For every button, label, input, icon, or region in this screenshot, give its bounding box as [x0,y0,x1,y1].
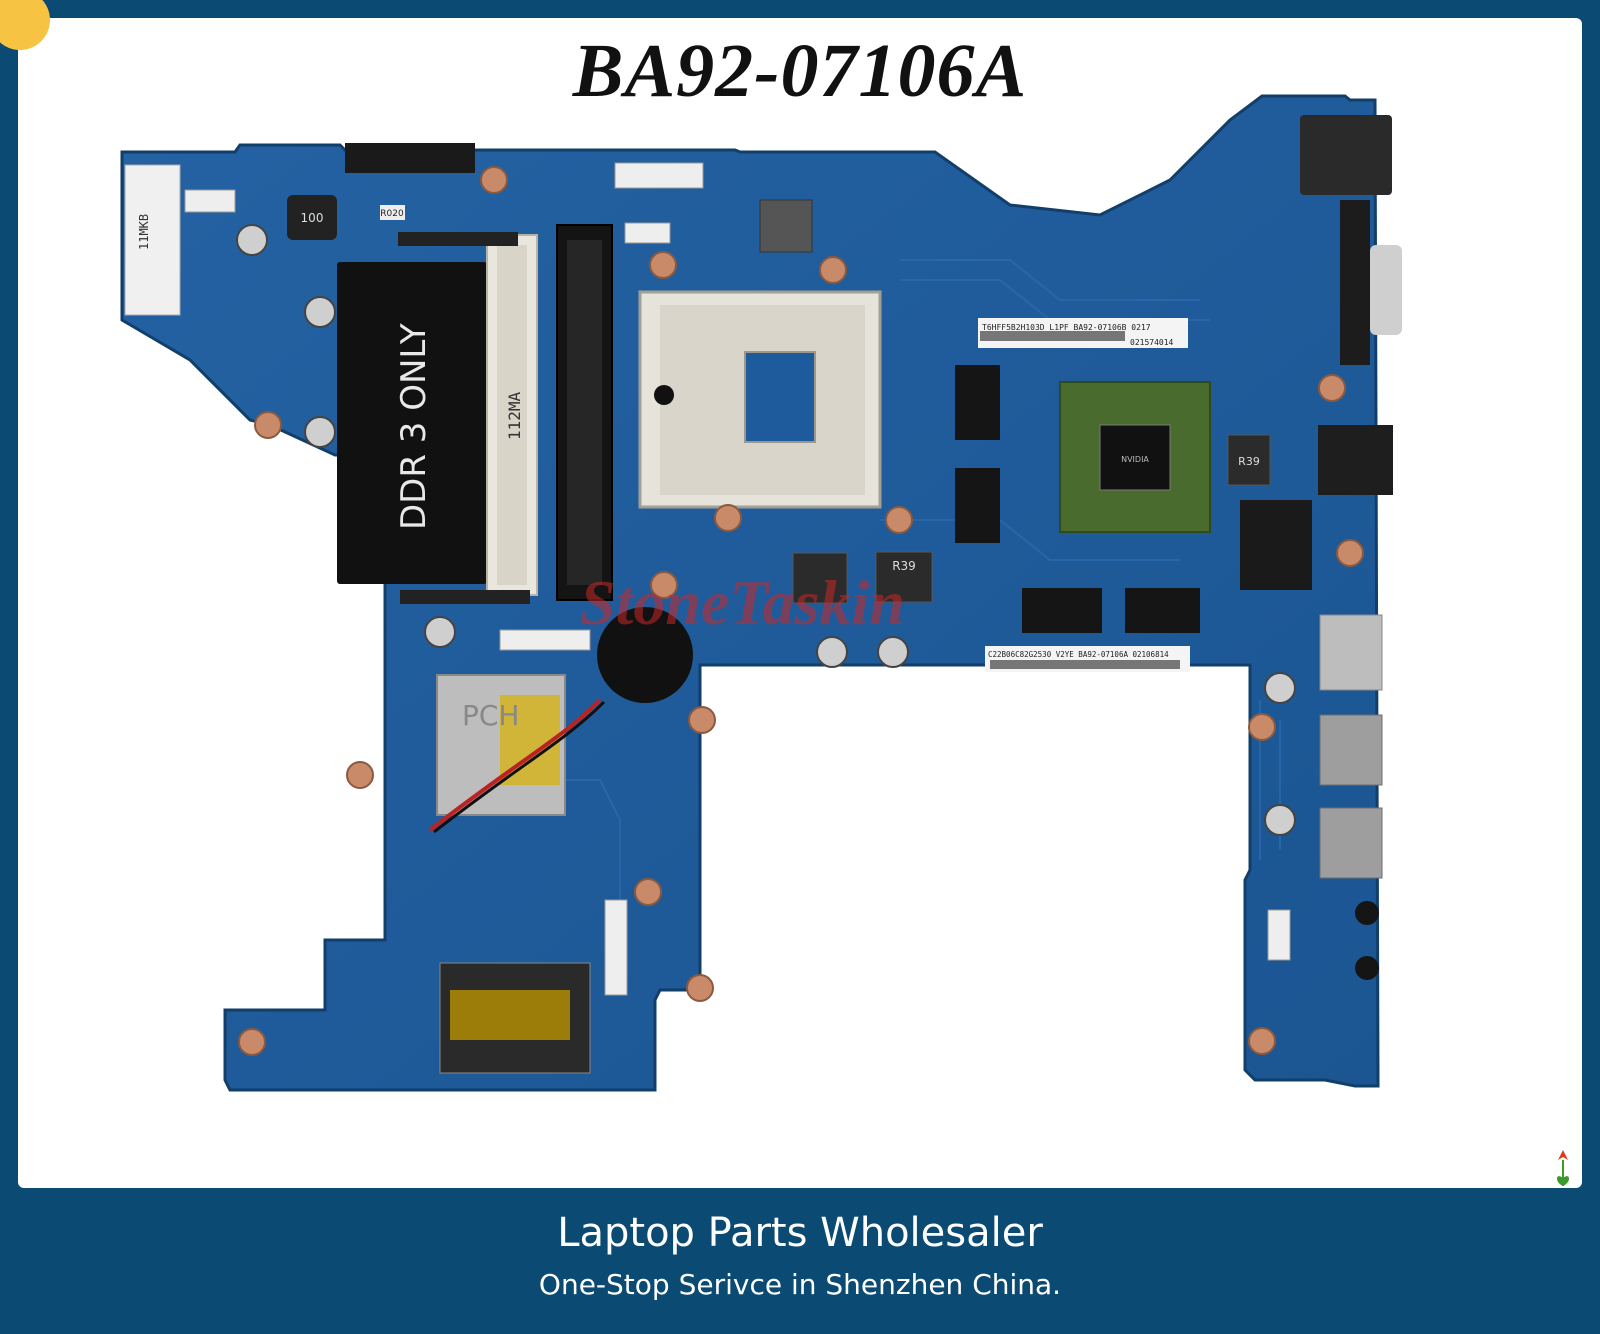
serial-top-text: T6HFF5B2H103D L1PF BA92-07106B 0217 [982,323,1151,332]
cmos-battery [597,607,693,703]
svg-text:100: 100 [301,211,324,225]
inductor-left [792,552,848,604]
tulip-icon [1548,1148,1578,1195]
lan-chip [1240,500,1312,590]
power-chip-100: 100 [287,195,337,240]
svg-text:NVIDIA: NVIDIA [1121,455,1149,464]
footer-headline: Laptop Parts Wholesaler [557,1210,1043,1256]
ram-slot-label: DDR 3 ONLY [394,323,434,530]
inductor-r39-mid: R39 [875,551,933,603]
capacitors [236,224,1296,836]
left-fpc-connector [124,164,181,316]
serial-sticker-top: T6HFF5B2H103D L1PF BA92-07106B 0217 0215… [978,318,1188,348]
slot-mark-label: 11MKB [137,214,151,250]
svg-text:R39: R39 [1238,455,1260,468]
fpc-connectors [184,162,1291,996]
footer-tagline: One-Stop Serivce in Shenzhen China. [538,1268,1062,1301]
watermark-text: StoneTaskin [580,567,905,638]
vram-chips [955,365,1200,633]
cpu-socket [638,290,882,509]
serial-top-text-2: 021574014 [1130,338,1174,347]
svg-text:PCH: PCH [462,699,520,732]
chip-r020: R020 [380,205,405,220]
battery-connector [345,143,475,173]
svg-text:R39: R39 [892,559,916,573]
svg-text:R020: R020 [380,209,404,219]
right-ports [1300,115,1402,980]
ram-mark-label: 112MA [505,391,524,440]
inductor-top [759,199,813,253]
serial-sticker-bottom: C22B06C82G2530 V2YE BA92-07106A 02106814 [985,646,1190,672]
inductor-r39-right: R39 [1227,434,1271,486]
mounting-holes [238,166,1364,1056]
ram-insulator-sheet [337,262,487,584]
product-title: BA92-07106A [572,29,1028,113]
serial-bottom-text: C22B06C82G2530 V2YE BA92-07106A 02106814 [988,650,1169,659]
gpu-chip: NVIDIA [1059,381,1211,533]
